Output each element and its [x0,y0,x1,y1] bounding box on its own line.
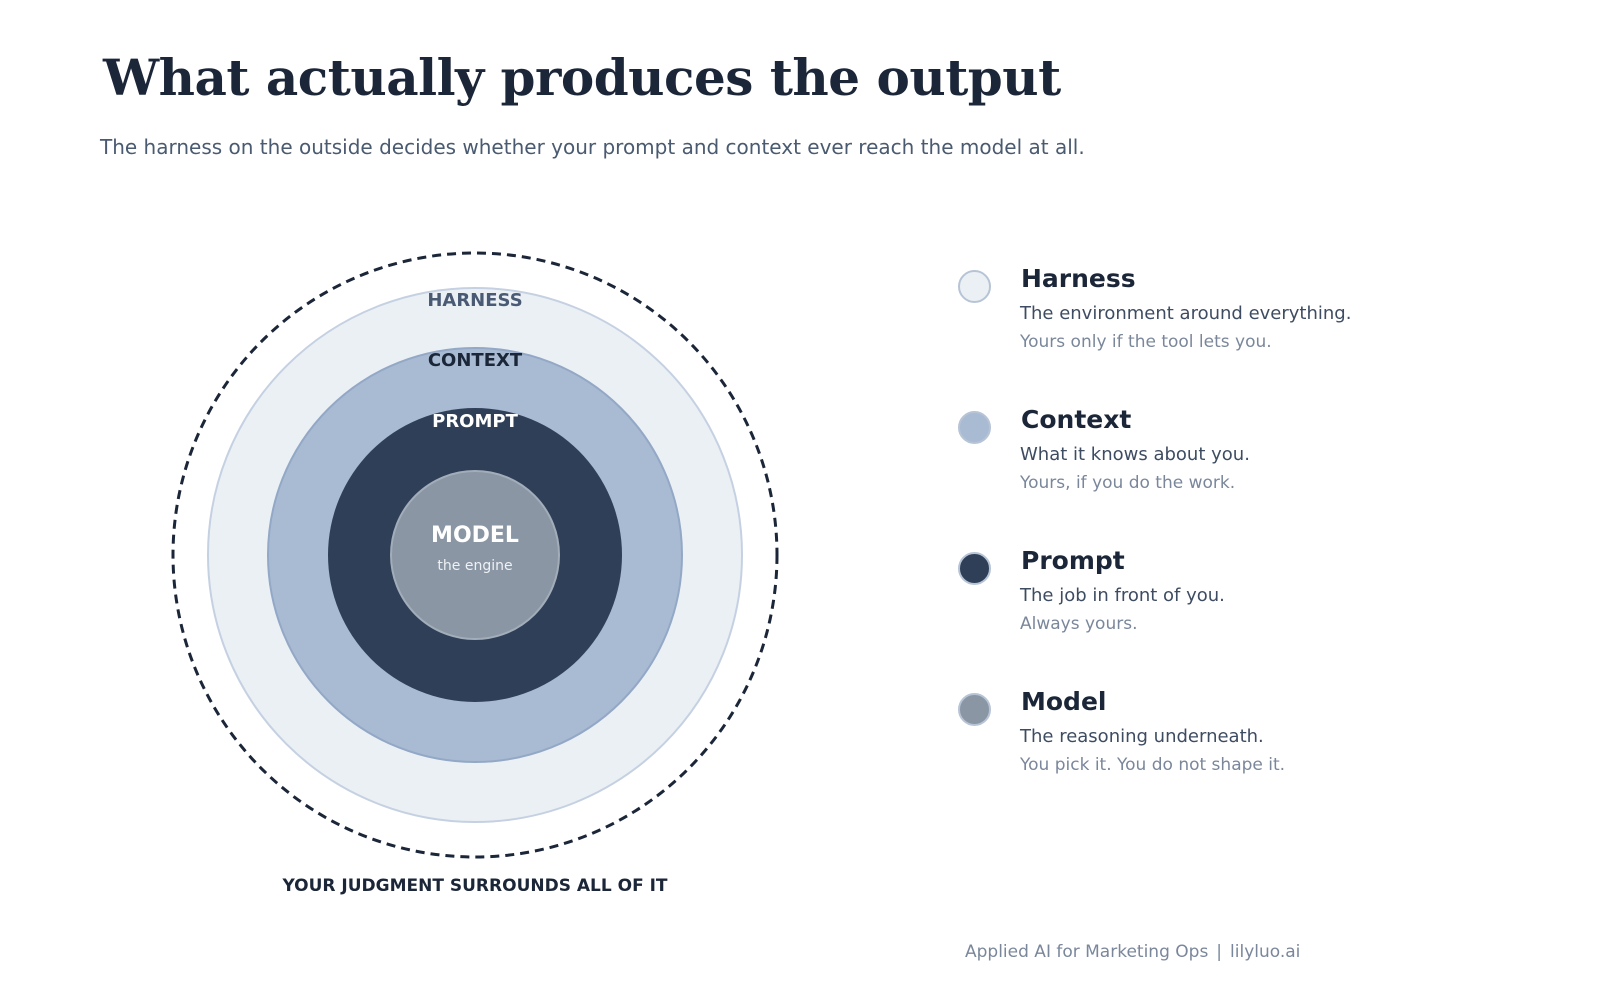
model-sublabel: the engine [437,558,512,574]
legend-item-prompt: Prompt The job in front of you. Always y… [958,544,1518,685]
model-swatch [958,693,991,726]
nested-circles-diagram: HARNESS CONTEXT PROMPT MODEL the engine … [150,230,800,910]
prompt-label: PROMPT [432,411,518,432]
harness-label: HARNESS [427,290,522,311]
footer-site: lilyluo.ai [1230,942,1301,962]
legend-description: The job in front of you. [1020,585,1225,606]
context-swatch [958,411,991,444]
diagram-svg: HARNESS CONTEXT PROMPT MODEL the engine … [171,251,779,896]
footer-separator: | [1216,942,1223,962]
legend-name: Model [1021,687,1107,716]
legend-note: You pick it. You do not shape it. [1020,755,1286,775]
legend-item-harness: Harness The environment around everythin… [958,262,1518,403]
legend-name: Harness [1021,264,1136,293]
harness-swatch [958,270,991,303]
judgment-boundary [171,251,779,859]
legend-note: Always yours. [1020,614,1138,634]
legend-item-context: Context What it knows about you. Yours, … [958,403,1518,544]
model-label: MODEL [431,523,519,548]
legend-description: The reasoning underneath. [1020,726,1264,747]
prompt-swatch [958,552,991,585]
legend-note: Yours, if you do the work. [1020,473,1236,493]
legend-description: The environment around everything. [1020,303,1352,324]
legend-name: Prompt [1021,546,1125,575]
context-label: CONTEXT [428,350,523,371]
legend: Harness The environment around everythin… [958,262,1518,826]
legend-item-model: Model The reasoning underneath. You pick… [958,685,1518,826]
diagram-caption: YOUR JUDGMENT SURROUNDS ALL OF IT [281,876,667,896]
legend-name: Context [1021,405,1132,434]
footer: Applied AI for Marketing Ops | lilyluo.ai [965,942,1300,962]
footer-course: Applied AI for Marketing Ops [965,942,1209,962]
legend-note: Yours only if the tool lets you. [1020,332,1272,352]
legend-description: What it knows about you. [1020,444,1250,465]
page-title: What actually produces the output [103,48,1061,107]
page-subtitle: The harness on the outside decides wheth… [100,135,1085,159]
model-core [390,470,560,640]
